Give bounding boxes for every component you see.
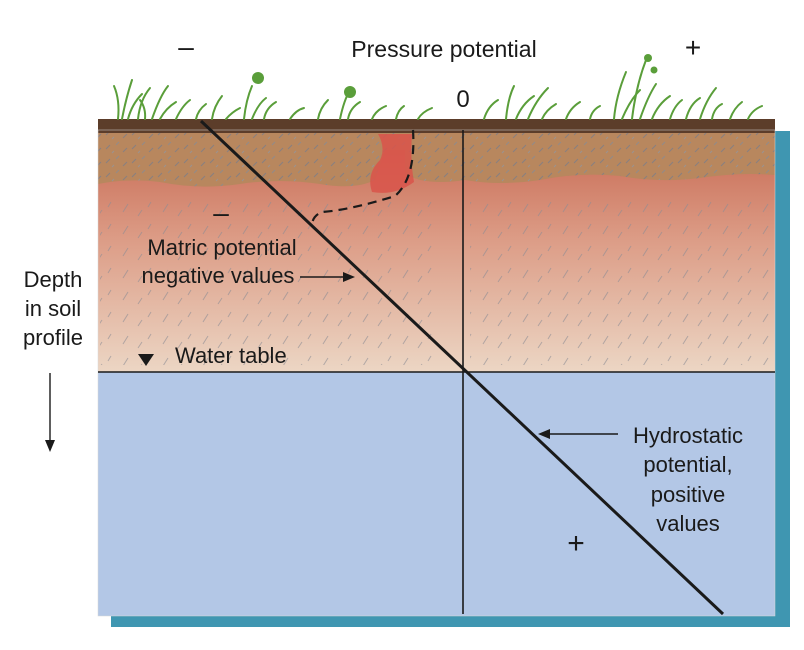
water-table-label: Water table	[175, 343, 287, 368]
hydrostatic-sign: +	[567, 527, 585, 560]
pressure-potential-title: Pressure potential	[351, 36, 536, 62]
negative-sign-top: –	[178, 31, 194, 62]
soil-scratches-left	[100, 200, 440, 365]
hydrostatic-arrow	[538, 429, 618, 439]
grass	[113, 59, 763, 120]
matric-arrow	[300, 272, 355, 282]
matric-sign: –	[213, 197, 229, 228]
flowers	[252, 54, 658, 98]
surface-strip	[98, 119, 775, 133]
hydrostatic-label-line-4: values	[656, 511, 720, 536]
depth-label-line-3: profile	[23, 325, 83, 350]
depth-arrow	[45, 373, 55, 452]
hydrostatic-label-line-1: Hydrostatic	[633, 423, 743, 448]
hydrostatic-label-line-2: potential,	[643, 452, 732, 477]
depth-label-line-1: Depth	[24, 267, 83, 292]
positive-sign-top: +	[685, 32, 701, 63]
matric-label-line-2: negative values	[142, 263, 295, 288]
hydrostatic-label-line-3: positive	[651, 482, 726, 507]
matric-label-line-1: Matric potential	[147, 235, 296, 260]
wetting-plume	[370, 134, 414, 193]
zero-label: 0	[456, 86, 469, 113]
water-table-marker-icon	[138, 354, 154, 366]
topsoil-speckle	[98, 132, 775, 187]
groundwater-zone	[98, 372, 775, 616]
diagram-frame	[97, 129, 776, 617]
soil-scratches-right	[470, 200, 770, 365]
pressure-potential-line	[199, 119, 725, 616]
wetting-front-dashed-line	[310, 129, 415, 227]
depth-label-line-2: in soil	[25, 296, 81, 321]
